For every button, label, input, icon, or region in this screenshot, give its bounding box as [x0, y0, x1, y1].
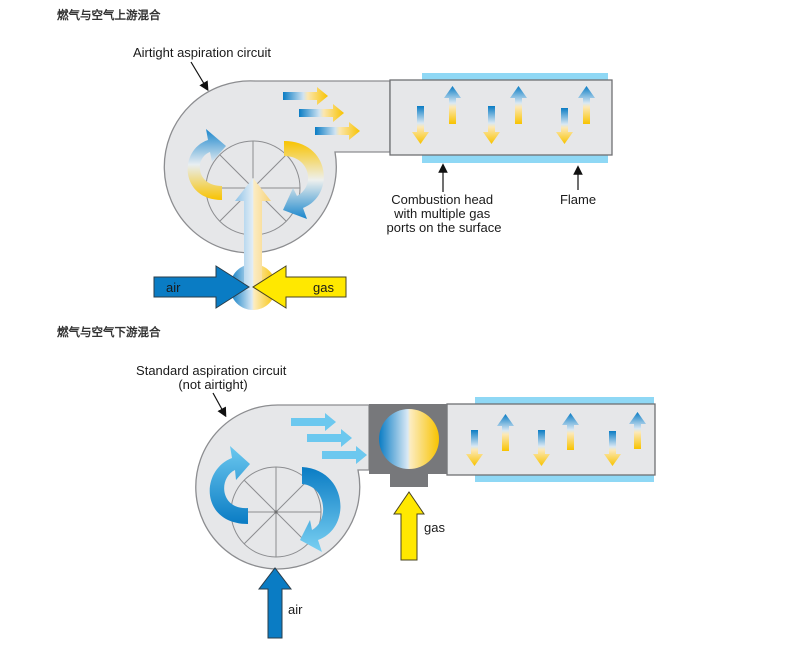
blower-housing [163, 80, 391, 254]
down-arrow [533, 430, 550, 466]
air-inlet-arrow [153, 265, 250, 309]
outlet-arrow [291, 413, 336, 431]
gas-inlet-tab [390, 473, 428, 487]
flame-label: Flame [560, 192, 596, 207]
down-arrow [412, 106, 429, 144]
mixing-ball [379, 409, 439, 469]
air-label: air [166, 280, 181, 295]
circuit-label-line: (not airtight) [178, 377, 247, 392]
combustion-head-2 [446, 403, 656, 476]
up-arrow [629, 412, 646, 449]
up-arrow [510, 86, 527, 124]
down-arrow [466, 430, 483, 466]
head-label-line: with multiple gas [393, 206, 491, 221]
gas-label: gas [313, 280, 334, 295]
outlet-arrows-2 [291, 413, 367, 464]
gas-port-arrows-2 [466, 412, 646, 466]
up-arrow [578, 86, 595, 124]
outlet-arrow [315, 122, 360, 140]
air-inlet-arrow-2 [257, 567, 293, 639]
circuit-pointer-arrow [190, 61, 209, 92]
mixture-stem-arrow [235, 178, 271, 290]
section-1-title: 燃气与空气上游混合 [56, 8, 161, 22]
outlet-arrow [322, 446, 367, 464]
combustion-head-label: Combustion head with multiple gas ports … [387, 192, 502, 235]
swirl-arrow-right-2 [300, 467, 341, 552]
outlet-arrow [307, 429, 352, 447]
up-arrow [562, 413, 579, 450]
flame-top-2 [475, 397, 654, 404]
down-arrow [604, 431, 621, 466]
gas-port-arrows [412, 86, 595, 144]
down-arrow [556, 108, 573, 144]
swirl-arrow-left [187, 129, 226, 200]
flame-bottom [422, 155, 608, 163]
combustion-head [389, 79, 613, 156]
gas-inlet-arrow-2 [393, 491, 425, 561]
circuit-pointer-arrow-2 [212, 392, 227, 418]
outlet-arrow [283, 87, 328, 105]
gas-label-2: gas [424, 520, 445, 535]
section-2-title: 燃气与空气下游混合 [56, 325, 161, 339]
outlet-arrow [299, 104, 344, 122]
head-label-line: ports on the surface [387, 220, 502, 235]
swirl-arrow-left-2 [209, 446, 250, 524]
air-label-2: air [288, 602, 303, 617]
standard-circuit-label: Standard aspiration circuit (not airtigh… [136, 363, 290, 392]
circuit-label-line: Standard aspiration circuit [136, 363, 287, 378]
swirl-arrow-right [283, 141, 324, 219]
flame-bottom-2 [475, 475, 654, 482]
impeller-2 [230, 466, 322, 558]
up-arrow [497, 414, 514, 451]
airtight-circuit-label: Airtight aspiration circuit [133, 45, 271, 60]
head-label-line: Combustion head [391, 192, 493, 207]
down-arrow [483, 106, 500, 144]
gas-inlet-arrow [252, 265, 347, 309]
up-arrow [444, 86, 461, 124]
flame-top [422, 73, 608, 80]
outlet-arrows [283, 87, 360, 140]
